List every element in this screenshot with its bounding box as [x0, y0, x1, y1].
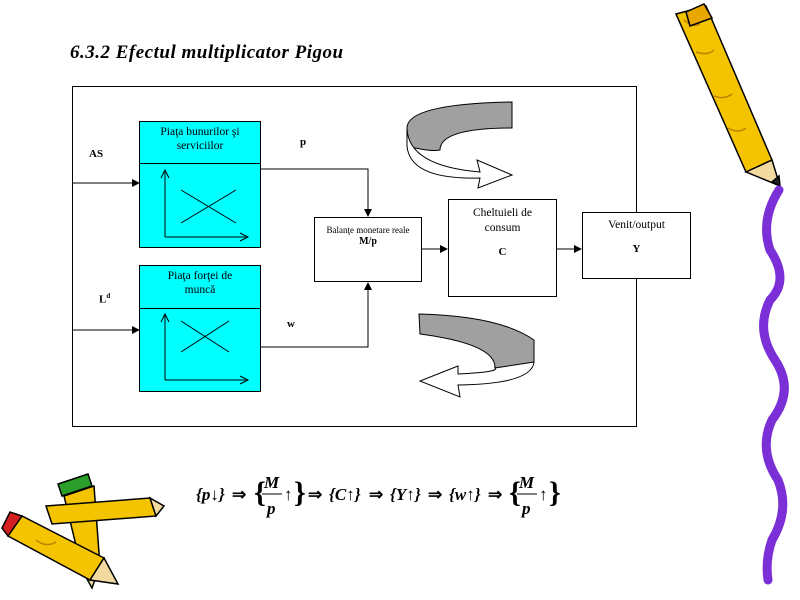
- formula-brace-open-1: {: [254, 476, 266, 509]
- labor-market-box: Piaţa forţei de muncă: [139, 265, 261, 392]
- consumption-label: Cheltuieli de consum: [472, 207, 533, 234]
- goods-market-graph: [160, 168, 250, 242]
- formula-p-den-2: p: [520, 499, 531, 518]
- upper-circular-arrow: [406, 101, 514, 189]
- formula-M2: M: [518, 473, 535, 492]
- as-label: AS: [89, 148, 104, 160]
- real-money-balances-box: Balanţe monetare reale M/p: [314, 217, 422, 282]
- formula-implies-5: ⇒: [488, 485, 502, 504]
- formula-p: {p↓}: [196, 485, 225, 504]
- labor-demand-label: Ld: [99, 292, 110, 306]
- real-money-balances-symbol: M/p: [359, 236, 377, 247]
- labor-market-label: Piaţa forţei de muncă: [140, 266, 260, 309]
- income-output-box: Venit/output Y: [582, 212, 691, 279]
- price-arrow: [261, 168, 372, 217]
- formula-M: M: [263, 473, 280, 492]
- real-money-balances-label: Balanţe monetare reale: [326, 225, 410, 235]
- formula-Y: {Y↑}: [390, 485, 421, 504]
- formula-C: {C↑}: [329, 485, 361, 504]
- formula-implies-3: ⇒: [369, 485, 383, 504]
- goods-market-box: Piaţa bunurilor şi serviciilor: [139, 121, 261, 248]
- formula-up-1: ↑: [284, 485, 293, 504]
- pencil-decoration-bottom-left: [1, 473, 166, 590]
- labor-demand-symbol: L: [99, 293, 107, 306]
- formula-implies-1: ⇒: [232, 485, 246, 504]
- formula-brace-close-1: }: [294, 476, 306, 509]
- income-output-label: Venit/output: [608, 219, 665, 231]
- purple-squiggle-decoration: [759, 185, 789, 585]
- consumption-symbol: C: [498, 246, 507, 258]
- slide-title: 6.3.2 Efectul multiplicator Pigou: [70, 42, 344, 63]
- lower-circular-arrow: [418, 313, 535, 398]
- income-output-symbol: Y: [632, 243, 641, 255]
- formula-implies-2: ⇒: [308, 485, 322, 504]
- formula-brace-open-2: {: [509, 476, 521, 509]
- formula-brace-close-2: }: [549, 476, 561, 509]
- formula-implies-4: ⇒: [428, 485, 442, 504]
- labor-demand-superscript: d: [106, 292, 111, 300]
- wage-arrow: [261, 282, 372, 348]
- formula-up-2: ↑: [539, 485, 548, 504]
- formula-w: {w↑}: [449, 485, 481, 504]
- goods-market-label: Piaţa bunurilor şi serviciilor: [140, 122, 260, 164]
- price-label: p: [300, 136, 307, 148]
- labor-market-graph: [160, 312, 250, 385]
- formula-p-den: p: [265, 499, 276, 518]
- consumption-box: Cheltuieli de consum C: [448, 199, 557, 297]
- wage-label: w: [287, 318, 295, 330]
- pencil-decoration-top-right: [674, 3, 782, 188]
